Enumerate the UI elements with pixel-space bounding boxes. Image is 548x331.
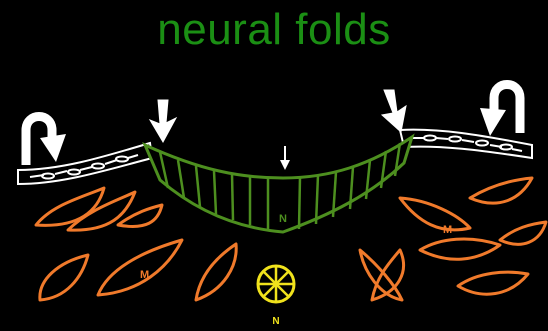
- notochord-label: N: [272, 316, 279, 327]
- curved-arrow-icon: [26, 117, 66, 166]
- down-arrow-icon: [382, 90, 406, 132]
- mesenchyme-cell: [98, 240, 182, 295]
- curved-arrow-icon: [480, 85, 520, 137]
- notochord: N: [258, 266, 294, 327]
- surface-ectoderm: [18, 130, 532, 184]
- ectoderm-left: [18, 143, 152, 184]
- mesenchyme-cell: [420, 239, 500, 259]
- ectoderm-right: [400, 130, 532, 158]
- mesenchyme-label: M: [443, 224, 452, 236]
- mesenchyme-label: M: [140, 269, 149, 281]
- down-arrow-icon: [150, 100, 176, 142]
- mesenchyme-cell: [458, 272, 528, 294]
- down-arrow-icon: [280, 146, 290, 170]
- neural-plate-cell-label: N: [279, 213, 287, 225]
- mesenchyme-cell: [470, 178, 532, 203]
- mesenchyme-cell: [500, 222, 546, 244]
- mesenchyme-cell: [40, 255, 88, 300]
- mesenchyme-cell: [196, 244, 236, 300]
- mesenchyme-cell: [400, 198, 470, 230]
- neural-plate: N: [145, 137, 412, 232]
- mesenchyme-cell: [36, 188, 104, 225]
